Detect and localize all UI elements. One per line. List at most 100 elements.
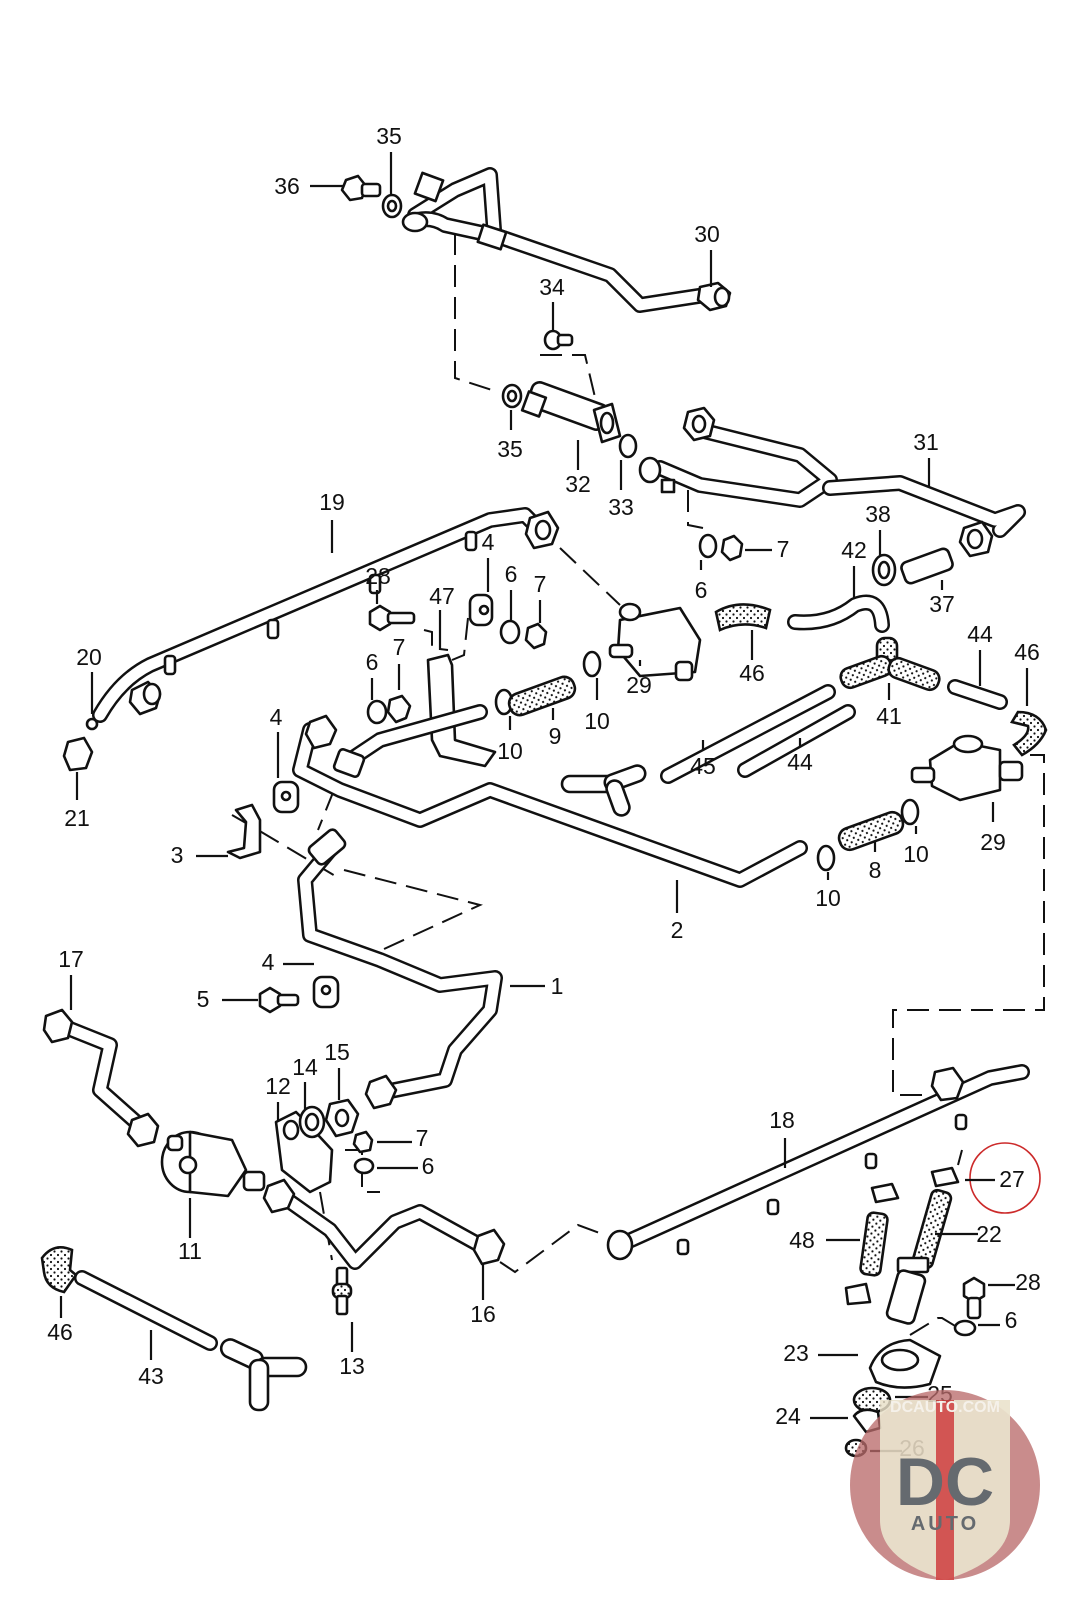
leader-lines <box>59 152 1029 1453</box>
part-6-washer-c <box>366 699 388 725</box>
callout-label-6: 6 <box>422 1153 435 1179</box>
part-15-nut <box>324 1098 360 1138</box>
part-20-oring <box>85 717 99 731</box>
part-12-bracket <box>274 1110 334 1194</box>
part-23-injector-holder <box>868 1338 942 1389</box>
callout-label-29: 29 <box>980 829 1006 855</box>
part-30-fuel-line <box>401 167 732 313</box>
part-34-screw <box>543 329 574 351</box>
callout-label-12: 12 <box>265 1073 291 1099</box>
part-6-washer-d <box>353 1157 375 1175</box>
callout-label-47: 47 <box>429 583 455 609</box>
callout-label-11: 11 <box>178 1238 202 1264</box>
callout-label-37: 37 <box>929 591 955 617</box>
part-4-clamp-b <box>272 780 300 814</box>
callout-label-10: 10 <box>815 885 841 911</box>
callout-label-10: 10 <box>903 841 929 867</box>
part-1-fuel-line <box>297 828 503 1110</box>
part-4-clamp-c <box>312 975 340 1009</box>
part-18-fuel-rail <box>606 1064 1030 1261</box>
part-43-hose <box>74 1270 218 1351</box>
callout-label-4: 4 <box>482 529 495 555</box>
callout-label-7: 7 <box>416 1125 429 1151</box>
highlight-circle-27 <box>969 1142 1041 1214</box>
callout-label-10: 10 <box>497 738 523 764</box>
callout-label-24: 24 <box>775 1403 801 1429</box>
callout-label-27: 27 <box>999 1166 1025 1192</box>
part-42-hose <box>787 594 890 633</box>
callout-label-13: 13 <box>339 1353 365 1379</box>
watermark-logo-word: AUTO <box>911 1513 979 1535</box>
part-33-seal <box>618 433 638 459</box>
part-7-nut-d <box>352 1130 374 1154</box>
callout-label-21: 21 <box>64 805 90 831</box>
callout-label-20: 20 <box>76 644 102 670</box>
part-35-washer-lower <box>501 383 523 409</box>
part-6-washer-b <box>499 619 521 645</box>
part-17-fuel-line <box>42 1008 160 1148</box>
part-21-cap-nut <box>62 736 94 772</box>
part-14-washer <box>298 1105 326 1139</box>
callout-label-7: 7 <box>777 536 790 562</box>
callout-label-28: 28 <box>1015 1269 1041 1295</box>
part-28-bolt <box>368 604 416 632</box>
callout-label-48: 48 <box>789 1227 815 1253</box>
callout-label-19: 19 <box>319 489 345 515</box>
watermark-logo-letters: DC <box>896 1444 994 1520</box>
part-22-injector <box>885 1188 953 1325</box>
part-28-bolt-b <box>962 1276 986 1320</box>
part-6-washer <box>698 533 718 559</box>
callout-label-35: 35 <box>376 123 402 149</box>
part-37-union <box>900 547 954 585</box>
callout-label-44: 44 <box>787 749 813 775</box>
callout-label-44: 44 <box>967 621 993 647</box>
part-13-stud <box>331 1266 353 1316</box>
part-4-clamp-a <box>468 593 494 627</box>
part-41-y-connector <box>839 636 941 692</box>
part-29-damper-b <box>910 734 1024 802</box>
part-32-valve <box>520 381 622 444</box>
part-10-clamp-d <box>816 844 836 872</box>
callout-label-7: 7 <box>534 571 547 597</box>
part-45-hose <box>660 684 836 784</box>
part-48-seal-kit <box>844 1182 900 1306</box>
callout-label-29: 29 <box>626 672 652 698</box>
callout-label-7: 7 <box>393 634 406 660</box>
part-2-return-line <box>292 704 808 888</box>
callout-label-6: 6 <box>1005 1307 1018 1333</box>
callout-label-46: 46 <box>47 1319 73 1345</box>
callout-label-43: 43 <box>138 1363 164 1389</box>
callout-label-31: 31 <box>913 429 939 455</box>
part-16-fuel-line <box>262 1178 506 1270</box>
part-46-hose-b <box>1009 710 1048 757</box>
callout-label-2: 2 <box>671 917 684 943</box>
part-7-nut-c <box>386 694 412 724</box>
part-11-pressure-regulator <box>160 1130 266 1198</box>
part-31-fuel-line <box>638 406 1026 558</box>
part-46-hose-c <box>40 1246 78 1294</box>
callout-label-6: 6 <box>505 561 518 587</box>
callout-label-17: 17 <box>58 946 84 972</box>
part-9-hose <box>507 675 577 717</box>
part-29-damper-a <box>608 602 702 682</box>
y-fitting-small-lower <box>219 1338 308 1412</box>
callout-label-32: 32 <box>565 471 591 497</box>
part-46-hose-a <box>714 603 772 632</box>
callout-label-6: 6 <box>366 649 379 675</box>
part-36-banjo-bolt <box>340 174 382 202</box>
part-3-bracket <box>226 803 262 860</box>
part-7-nut <box>720 534 744 562</box>
part-35-washer-top <box>381 193 403 219</box>
callout-label-35: 35 <box>497 436 523 462</box>
part-7-nut-b <box>524 622 548 650</box>
part-27-seal <box>930 1166 960 1188</box>
callout-label-3: 3 <box>171 842 184 868</box>
part-47-bracket <box>426 653 497 768</box>
part-10-clamp-b <box>582 650 602 678</box>
part-38-seal <box>871 553 897 587</box>
watermark-logo: DCAUTO.COM DC AUTO <box>850 1390 1040 1580</box>
callout-label-1: 1 <box>551 973 564 999</box>
callout-label-34: 34 <box>539 274 565 300</box>
